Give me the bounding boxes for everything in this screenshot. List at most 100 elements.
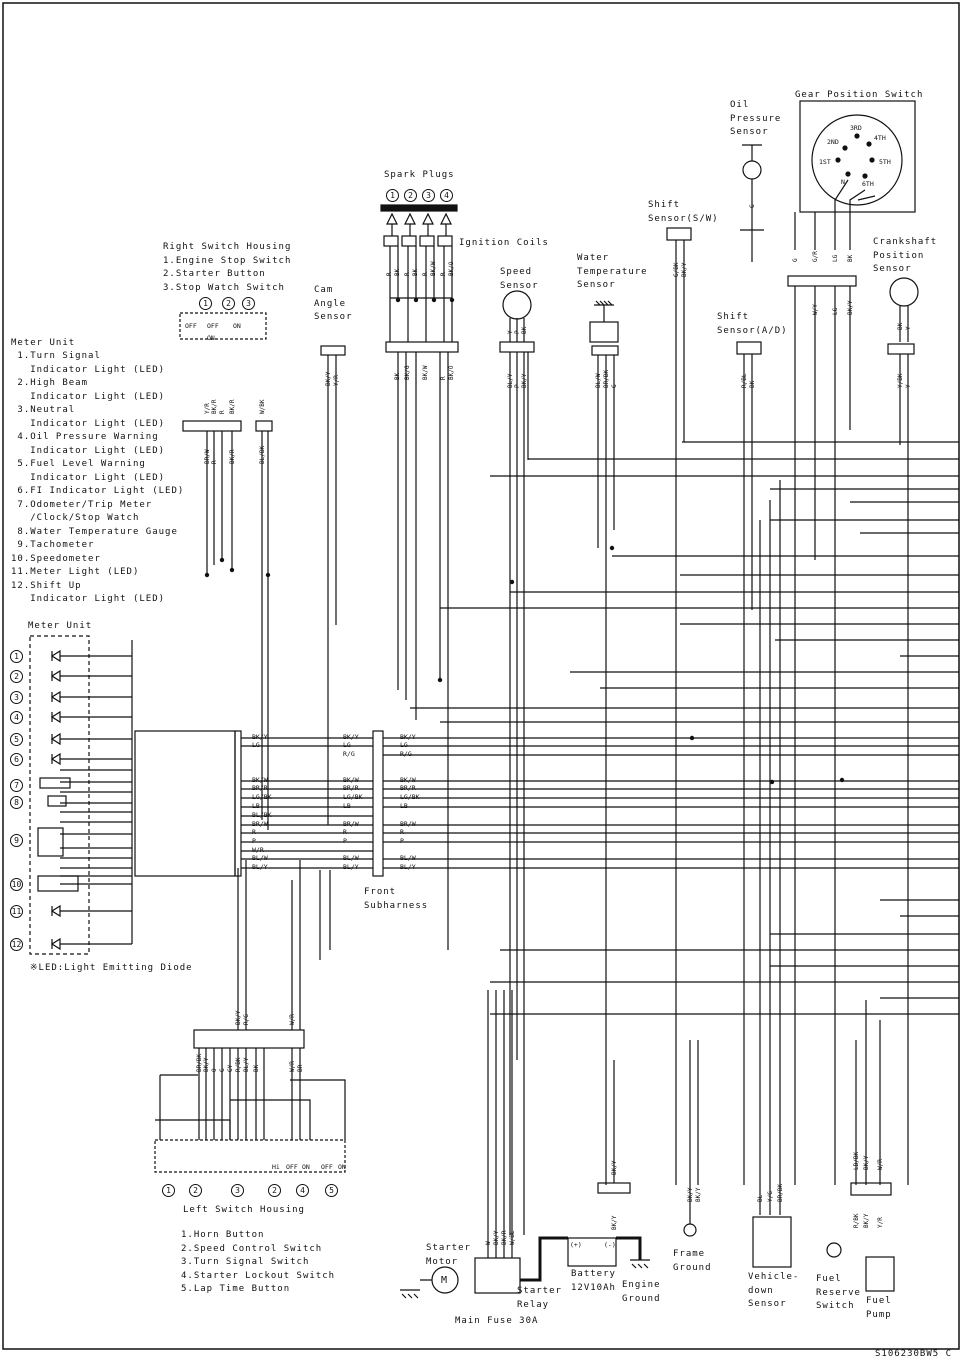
front-left-wire-label: BR/R	[343, 784, 359, 792]
switch-position-label: ON	[338, 1163, 346, 1171]
meter-conn-wire-label: BK/W	[252, 776, 268, 784]
front-right-wire-label: BK/Y	[400, 733, 416, 741]
gear-label: N	[841, 178, 845, 186]
gear-wire-label: W/Y	[812, 304, 819, 315]
meter-conn-wire-label: BR/R	[252, 784, 268, 792]
main-fuse-label: Main Fuse 30A	[455, 1316, 539, 1326]
meter-item-number: 2	[10, 670, 23, 683]
right-sw-wire-label: Y/R	[204, 403, 211, 414]
front-left-wire-label: P	[343, 837, 347, 845]
spark-plug-number: 2	[404, 189, 417, 202]
front-right-wire-label: R/G	[400, 750, 412, 758]
fuel-reserve-switch-label: Fuel Reserve Switch	[816, 1274, 861, 1311]
battery-plus-label: (+)	[570, 1241, 582, 1249]
right-sw-wire-label: BR/W	[204, 449, 211, 464]
left-sw-wire-label: W/R	[289, 1061, 296, 1072]
gear-wire-label: BK	[847, 254, 854, 262]
frame-wire-label: BK/Y	[695, 1187, 702, 1202]
right-switch-connector-b	[255, 420, 273, 432]
front-left-wire-label: R	[343, 828, 347, 836]
left-sw-wire-label: W/R	[289, 1014, 296, 1025]
front-left-wire-label: BR/W	[343, 820, 359, 828]
junction-dot	[431, 297, 437, 303]
cam-angle-sensor-label: Cam Angle Sensor	[314, 285, 353, 322]
right-switch-housing-label: Right Switch Housing 1.Engine Stop Switc…	[163, 242, 292, 293]
shift-sensor-ad-connector	[736, 341, 762, 355]
water-temp-sensor-body	[589, 321, 619, 343]
meter-conn-wire-label: W/R	[252, 846, 264, 854]
spark-wire-label: R	[422, 272, 429, 276]
meter-conn-wire-label: P	[252, 837, 256, 845]
spark-plug-number: 3	[422, 189, 435, 202]
spark-plugs-label: Spark Plugs	[384, 170, 455, 180]
relay-wire-label: BK/Y	[493, 1230, 500, 1245]
shift-sensor-sw-connector	[666, 227, 692, 241]
crankshaft-connector	[887, 343, 915, 355]
left-switch-item-list: 1.Horn Button 2.Speed Control Switch 3.T…	[181, 1230, 336, 1294]
diagram-code: S106230BW5 C	[875, 1349, 953, 1359]
meter-conn-wire-label: BR/W	[252, 820, 268, 828]
meter-item-number: 4	[10, 711, 23, 724]
meter-conn-wire-label: LG/BK	[252, 793, 272, 801]
shift-sensor-sw-label: Shift Sensor(S/W)	[648, 200, 719, 224]
led-icon	[50, 732, 61, 746]
left-switch-number: 4	[296, 1184, 309, 1197]
ground-symbol-motor	[400, 1279, 432, 1299]
left-switch-number: 1	[162, 1184, 175, 1197]
front-right-wire-label: BR/R	[400, 784, 416, 792]
left-sw-wire-label: G	[219, 1068, 226, 1072]
front-right-wire-label: BL/Y	[400, 863, 416, 871]
gear-label: 2ND	[827, 138, 839, 146]
frame-wire-label: BK/Y	[687, 1187, 694, 1202]
vehicle-down-sensor-label: Vehicle- down Sensor	[748, 1272, 800, 1309]
fuel-pump-body	[865, 1256, 895, 1292]
gear-position-switch-dial	[811, 114, 903, 206]
relay-wire-label: BK/R	[501, 1230, 508, 1245]
frame-ground-ring	[683, 1223, 697, 1237]
led-icon	[50, 752, 61, 766]
led-icon	[50, 669, 61, 683]
engine-ground-label: Engine Ground	[622, 1280, 661, 1304]
left-sw-wire-label: BK	[253, 1064, 260, 1072]
odometer-display	[39, 777, 71, 789]
water-temp-sensor-label: Water Temperature Sensor	[577, 253, 648, 290]
speed-wire-label: Y	[507, 330, 514, 334]
junction-dot	[769, 779, 775, 785]
fuel-connector	[850, 1182, 892, 1196]
water-wire-label: BL/W	[595, 373, 602, 388]
vehicle-wire-label: BL	[757, 1194, 764, 1202]
meter-item-number: 1	[10, 650, 23, 663]
junction-dot	[449, 297, 455, 303]
shift-sw-wire-label: BK/Y	[681, 262, 688, 277]
right-switch-number: 2	[222, 297, 235, 310]
front-right-wire-label: BR/W	[400, 820, 416, 828]
meter-item-number: 12	[10, 938, 23, 951]
spark-plug-number: 4	[440, 189, 453, 202]
left-sw-wire-label: GY	[227, 1064, 234, 1072]
fuel-wire-label: R/BK	[853, 1213, 860, 1228]
right-sw-wire-label: R	[219, 410, 226, 414]
front-right-wire-label: LG/BK	[400, 793, 420, 801]
meter-item-number: 8	[10, 796, 23, 809]
crank-wire-label: Y/BK	[897, 373, 904, 388]
left-switch-number: 2	[268, 1184, 281, 1197]
battery-body	[567, 1237, 617, 1267]
speed-wire-label: BK/Y	[521, 373, 528, 388]
meter-connector-pins	[234, 730, 242, 877]
front-subharness-connector	[372, 730, 384, 877]
meter-conn-wire-label: BL/W	[252, 854, 268, 862]
relay-wire-label: W	[485, 1241, 492, 1245]
ground-symbol-engine	[630, 1259, 650, 1269]
gear-position-contacts	[835, 133, 875, 179]
front-subharness-label: Front Subharness	[364, 887, 429, 911]
meter-item-number: 10	[10, 878, 23, 891]
gear-position-switch-box	[799, 100, 916, 213]
ignition-coils-group	[383, 212, 453, 247]
vehicle-down-sensor-body	[752, 1216, 792, 1268]
meter-conn-wire-label: LB	[252, 802, 260, 810]
led-icon	[50, 690, 61, 704]
junction-dot	[204, 572, 210, 578]
cam-wire-label: Y/R	[333, 375, 340, 386]
gear-switch-label: Gear Position Switch	[795, 90, 924, 100]
led-icon	[50, 904, 61, 918]
